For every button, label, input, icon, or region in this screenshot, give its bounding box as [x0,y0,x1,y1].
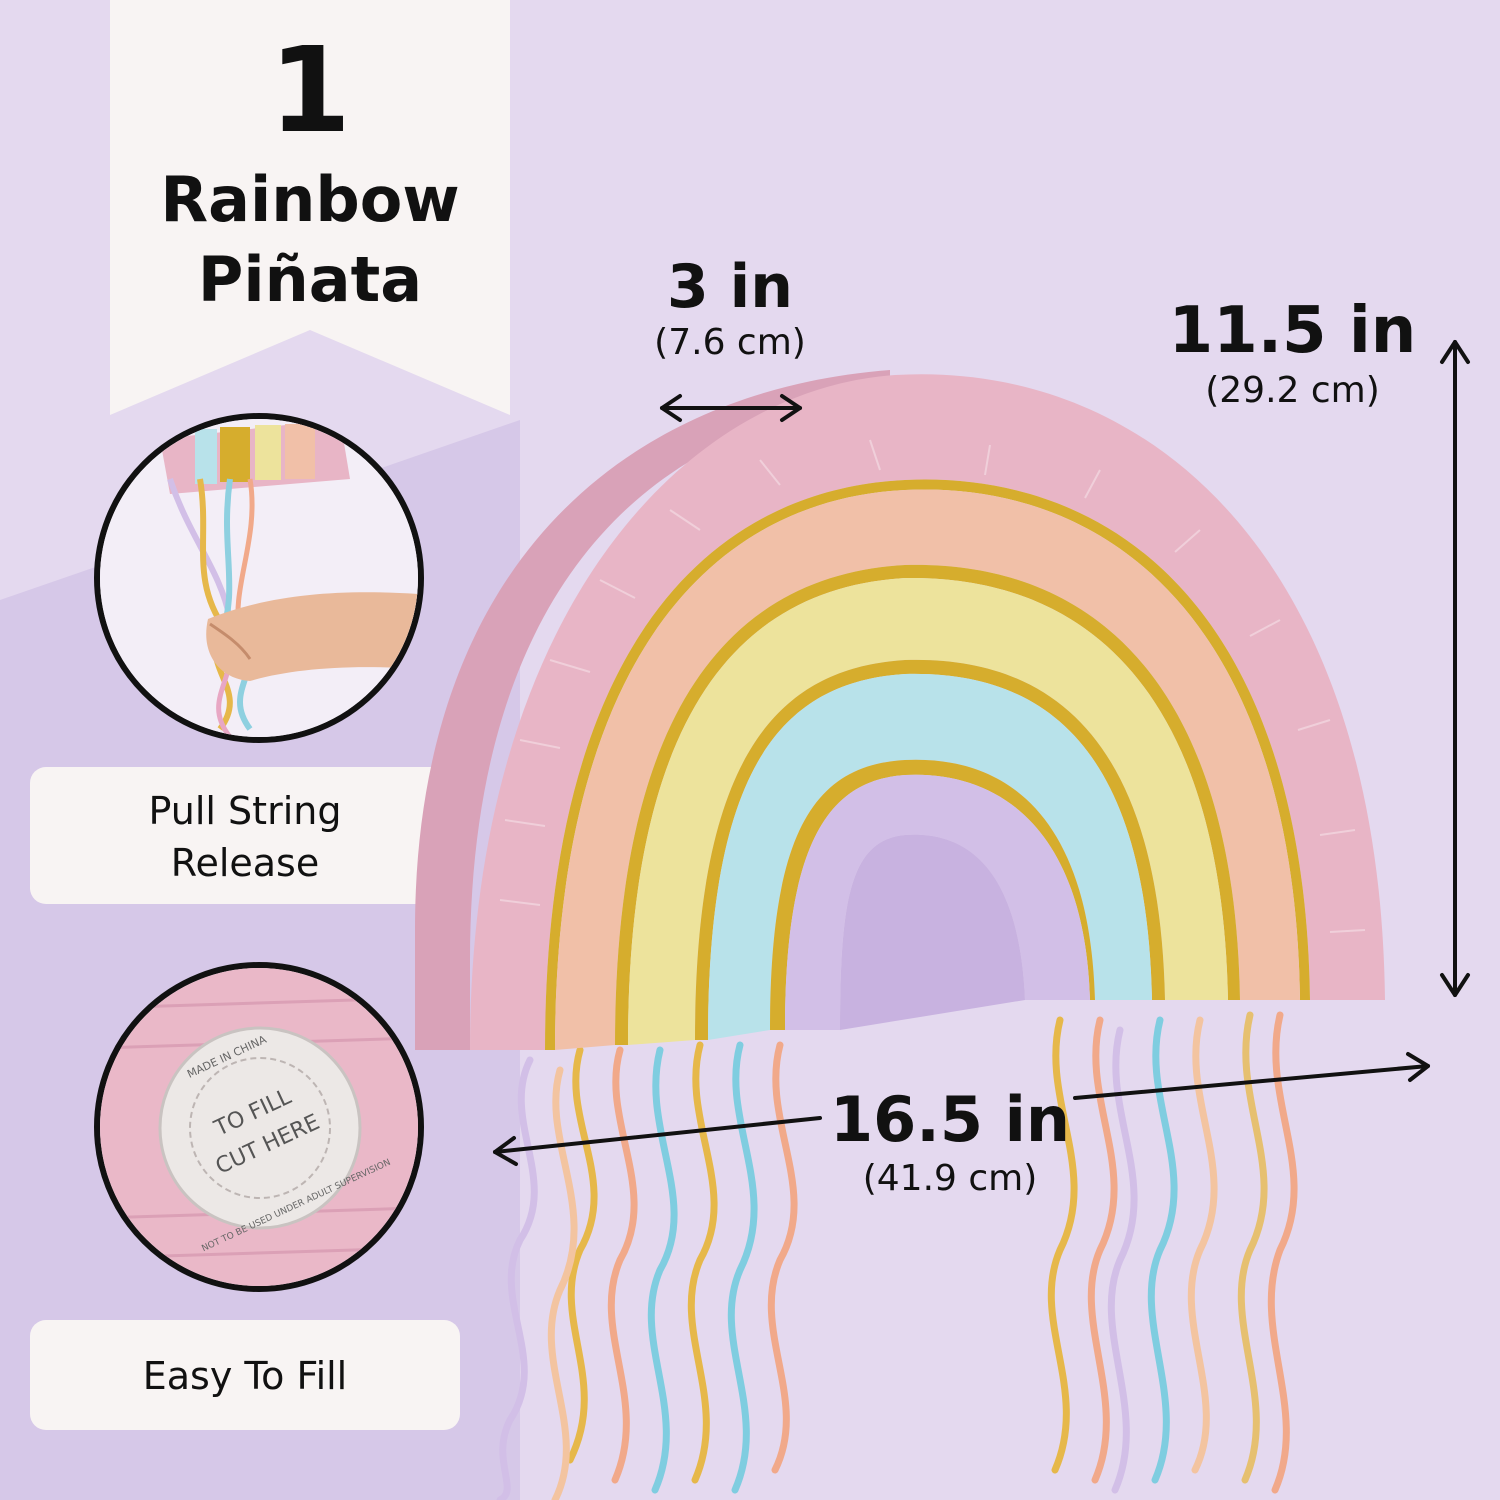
height-metric: (29.2 cm) [1205,370,1380,411]
depth-metric: (7.6 cm) [654,322,806,363]
pull-string-label: Pull String Release [30,767,460,904]
easy-fill-photo: TO FILL CUT HERE MADE IN CHINA NOT TO BE… [94,962,424,1292]
fill-sticker-illustration: TO FILL CUT HERE MADE IN CHINA NOT TO BE… [100,968,418,1286]
width-arrow-line-right [1073,1064,1430,1100]
width-dimension: 16.5 in (41.9 cm) [815,1086,1085,1204]
product-count: 1 [268,21,352,159]
pull-string-label-line2: Release [170,841,320,885]
crepe-fringe-texture [499,439,1366,933]
height-value: 11.5 in [1168,294,1417,368]
easy-fill-label: Easy To Fill [30,1320,460,1430]
width-metric: (41.9 cm) [862,1158,1038,1199]
title-banner: 1 Rainbow Piñata [110,0,510,415]
product-name: Rainbow Piñata [110,160,510,320]
easy-fill-label-text: Easy To Fill [142,1354,348,1398]
pull-string-illustration [100,419,418,737]
depth-value: 3 in [667,252,793,322]
pull-streamers [496,1011,1298,1500]
product-name-line1: Rainbow [160,163,460,236]
height-dimension: 11.5 in (29.2 cm) [1160,296,1425,416]
pull-string-label-line1: Pull String [148,789,342,833]
pull-string-photo [94,413,424,743]
width-value: 16.5 in [830,1083,1070,1156]
depth-dimension: 3 in (7.6 cm) [620,254,840,366]
title-banner-shape [110,0,510,415]
width-arrow-line-left [493,1116,822,1154]
product-name-line2: Piñata [197,243,423,316]
